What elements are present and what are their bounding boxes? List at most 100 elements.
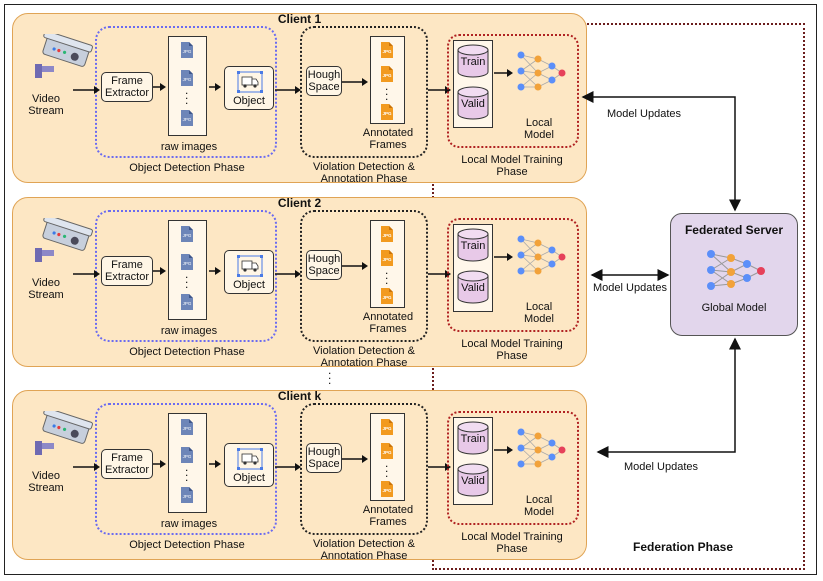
violation-phase-label: Violation Detection &Annotation Phase: [313, 161, 415, 185]
svg-text:JPG: JPG: [183, 117, 192, 122]
flow-arrow: [494, 253, 513, 261]
flow-arrow: [153, 460, 166, 468]
svg-text:JPG: JPG: [382, 426, 392, 431]
flow-arrow: [209, 83, 221, 91]
clients-ellipsis: ...: [328, 363, 332, 387]
truck-detection-icon: [237, 71, 263, 98]
local-training-region: [447, 411, 579, 525]
flow-arrow: [153, 83, 166, 91]
figure-frame: [4, 4, 817, 575]
local-training-region: [447, 34, 579, 148]
svg-text:JPG: JPG: [183, 49, 192, 54]
violation-phase-label: Violation Detection &Annotation Phase: [313, 345, 415, 369]
jpg-file-icon: JPG: [381, 443, 393, 459]
local-model-network-icon: [516, 426, 566, 479]
federation-phase-label: Federation Phase: [633, 540, 734, 554]
server-title: Federated Server: [684, 223, 784, 237]
image-file-icon: JPG: [181, 419, 193, 435]
flow-arrow: [153, 267, 166, 275]
valid-dataset-label: Valid: [461, 475, 485, 487]
svg-text:JPG: JPG: [183, 494, 192, 499]
flow-arrow: [275, 463, 301, 471]
local-training-region: [447, 218, 579, 332]
jpg-file-icon: JPG: [381, 288, 393, 304]
object-label: Object: [233, 472, 265, 484]
valid-dataset: Valid: [457, 86, 489, 120]
flow-arrow: [342, 455, 368, 463]
truck-detection-icon: [237, 255, 263, 282]
raw-images-ellipsis: ...: [185, 83, 189, 107]
jpg-file-icon: JPG: [381, 104, 393, 120]
client-title: Client 1: [277, 12, 322, 26]
client-title: Client k: [277, 389, 322, 403]
federated-server: Federated Server Global Model: [670, 213, 798, 336]
valid-dataset-label: Valid: [461, 282, 485, 294]
svg-text:JPG: JPG: [382, 111, 392, 116]
svg-text:JPG: JPG: [382, 295, 392, 300]
flow-arrow: [275, 270, 301, 278]
violation-detection-region: [300, 210, 428, 342]
flow-arrow: [342, 78, 368, 86]
svg-text:JPG: JPG: [183, 77, 192, 82]
raw-images-ellipsis: ...: [185, 460, 189, 484]
image-file-icon: JPG: [181, 226, 193, 242]
object-box: Object: [224, 443, 274, 487]
image-file-icon: JPG: [181, 42, 193, 58]
jpg-file-icon: JPG: [381, 42, 393, 58]
flow-arrow: [209, 460, 221, 468]
train-dataset: Train: [457, 228, 489, 262]
svg-text:JPG: JPG: [183, 426, 192, 431]
flow-arrow: [275, 86, 301, 94]
object-detection-phase-label: Object Detection Phase: [129, 346, 245, 358]
local-model-network-icon: [516, 49, 566, 102]
object-box: Object: [224, 250, 274, 294]
global-model-network-icon: [707, 250, 765, 290]
image-file-icon: JPG: [181, 294, 193, 310]
video-camera-icon: [33, 407, 93, 466]
flow-arrow: [209, 267, 221, 275]
image-file-icon: JPG: [181, 487, 193, 503]
svg-text:JPG: JPG: [382, 450, 392, 455]
svg-text:JPG: JPG: [183, 454, 192, 459]
train-dataset-label: Train: [460, 56, 486, 68]
image-file-icon: JPG: [181, 110, 193, 126]
valid-dataset-label: Valid: [461, 98, 485, 110]
annotated-frames-ellipsis: ...: [385, 79, 389, 103]
annotated-frames-ellipsis: ...: [385, 263, 389, 287]
jpg-file-icon: JPG: [381, 419, 393, 435]
annotated-frames-ellipsis: ...: [385, 456, 389, 480]
flow-arrow: [73, 463, 100, 471]
train-dataset-label: Train: [460, 433, 486, 445]
jpg-file-icon: JPG: [381, 250, 393, 266]
raw-images-ellipsis: ...: [185, 267, 189, 291]
object-label: Object: [233, 279, 265, 291]
svg-text:JPG: JPG: [382, 488, 392, 493]
svg-text:JPG: JPG: [382, 233, 392, 238]
jpg-file-icon: JPG: [381, 481, 393, 497]
valid-dataset: Valid: [457, 463, 489, 497]
server-subtitle: Global Model: [701, 302, 767, 314]
svg-text:JPG: JPG: [382, 49, 392, 54]
flow-arrow: [342, 262, 368, 270]
flow-arrow: [73, 86, 100, 94]
violation-detection-region: [300, 26, 428, 158]
object-detection-phase-label: Object Detection Phase: [129, 162, 245, 174]
video-camera-icon: [33, 214, 93, 273]
